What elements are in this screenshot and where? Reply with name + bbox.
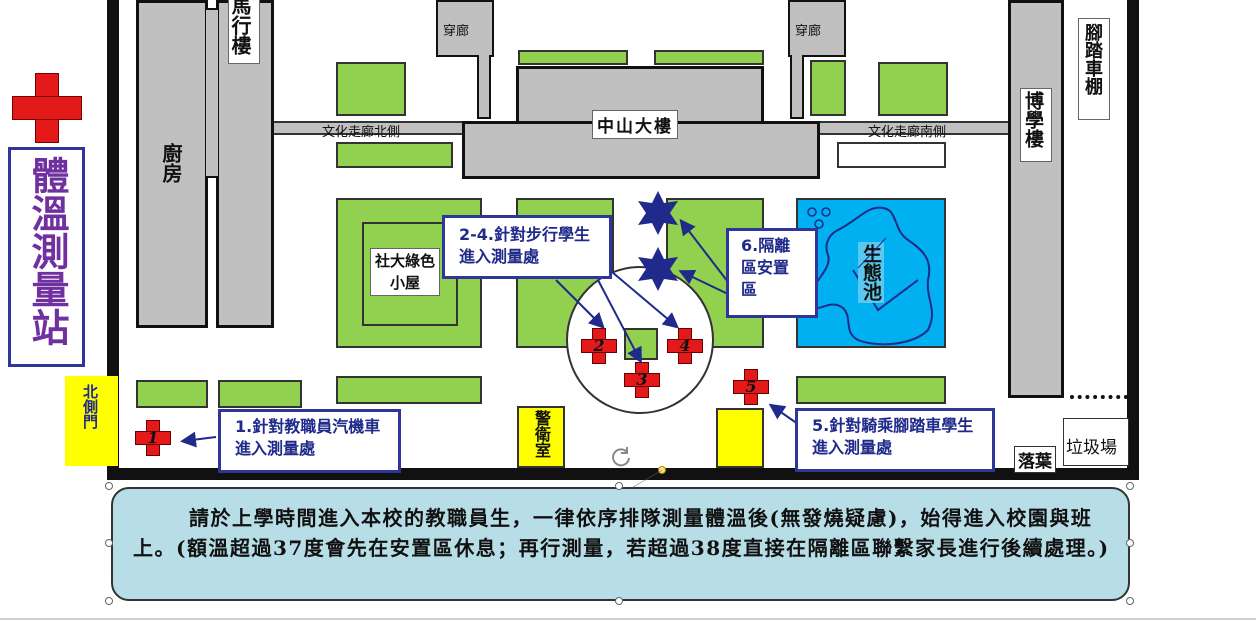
selection-handle[interactable]: [105, 539, 113, 547]
checkpoint-4-icon: 4: [667, 328, 703, 364]
kitchen-building: 廚房: [136, 0, 208, 328]
callout-cycling: 5.針對騎乘腳踏車學生進入測量處: [795, 408, 995, 472]
slide-bottom-border: [0, 618, 1256, 620]
left-wall: [107, 0, 119, 478]
lawn-bottom-1: [136, 380, 208, 408]
lawn-top-right-small: [810, 60, 846, 116]
checkpoint-3-icon: 3: [624, 362, 660, 398]
lawn-top-center-left: [518, 50, 628, 65]
north-side-gate: 北側門: [65, 376, 118, 466]
corridor-north: [274, 121, 466, 135]
lawn-bottom-2: [218, 380, 302, 408]
white-box-corridor-right: [837, 142, 946, 168]
checkpoint-2-icon: 2: [581, 328, 617, 364]
callout-walking: 2-4.針對步行學生進入測量處: [442, 215, 612, 279]
checkpoint-1-icon: 1: [135, 420, 171, 456]
red-cross-icon: [12, 73, 82, 143]
selection-handle[interactable]: [615, 597, 623, 605]
rotate-handle-icon[interactable]: [608, 444, 634, 470]
checkpoint-5-icon: 5: [733, 369, 769, 405]
lawn-top-center-right: [654, 50, 764, 65]
yellow-gate-box: [716, 408, 764, 468]
lawn-top-right: [878, 62, 948, 116]
lawn-corridor-left: [336, 142, 453, 168]
placement-star-icon: [638, 247, 678, 291]
lawn-top-left: [336, 62, 406, 116]
callout-staff: 1.針對教職員汽機車進入測量處: [218, 409, 401, 473]
selection-handle[interactable]: [105, 482, 113, 490]
eco-pond: 生態池: [796, 198, 946, 348]
leaves-label: 落葉: [1014, 446, 1056, 473]
zhongshan-label: 中山大樓: [592, 110, 678, 139]
green-house-label: 社大綠色小屋: [370, 248, 440, 296]
ma-hsing-label: 馬行樓: [228, 0, 260, 64]
notice-box[interactable]: 請於上學時間進入本校的教職員生，一律依序排隊測量體溫後(無發燒疑慮)，始得進入校…: [111, 487, 1130, 601]
temperature-station-label: 體溫測量站: [8, 147, 85, 367]
bo-hsueh-building: [1008, 0, 1064, 398]
passage-right-post: [790, 55, 804, 119]
adjust-handle[interactable]: [658, 466, 666, 474]
passage-left-post: [477, 55, 491, 119]
notice-text: 請於上學時間進入本校的教職員生，一律依序排隊測量體溫後(無發燒疑慮)，始得進入校…: [133, 506, 1110, 560]
corridor-north-label: 文化走廊北側: [322, 125, 401, 140]
station-title: 體溫測量站: [25, 156, 70, 346]
guard-room: 警衛室: [517, 406, 565, 468]
selection-handle[interactable]: [1126, 597, 1134, 605]
right-wall: [1127, 0, 1139, 478]
selection-handle[interactable]: [615, 482, 623, 490]
lawn-bottom-3: [336, 376, 482, 404]
selection-handle[interactable]: [1126, 482, 1134, 490]
corridor-south-label: 文化走廊南側: [868, 125, 947, 140]
lawn-bottom-4: [796, 376, 946, 404]
garbage-label: 垃圾場: [1063, 418, 1129, 466]
bike-shed-label: 腳踏車棚: [1078, 18, 1110, 120]
corridor-south: [818, 121, 1010, 135]
isolation-star-icon: [638, 191, 678, 235]
passage-left: 穿廊: [436, 0, 494, 57]
passage-right: 穿廊: [788, 0, 846, 57]
bike-shed-dashed-line: [1070, 395, 1128, 399]
kitchen-connector: [206, 8, 218, 178]
selection-handle[interactable]: [1126, 539, 1134, 547]
bo-hsueh-label: 博學樓: [1020, 88, 1052, 162]
selection-handle[interactable]: [105, 597, 113, 605]
callout-isolation: 6.隔離區安置區: [726, 228, 818, 318]
